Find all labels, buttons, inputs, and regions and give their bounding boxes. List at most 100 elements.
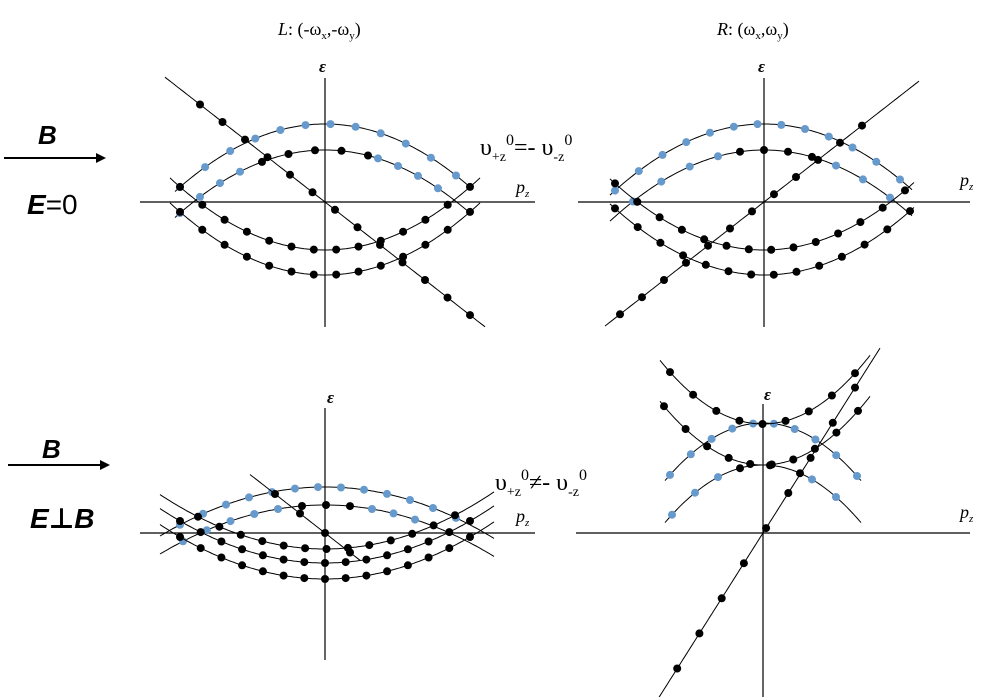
filled-state-dot <box>321 559 329 567</box>
filled-state-dot <box>265 261 274 270</box>
row-bottom-e-label: E⊥B <box>30 503 95 534</box>
filled-state-dot <box>215 522 224 531</box>
filled-state-dot <box>792 267 801 276</box>
filled-state-dot <box>279 541 288 550</box>
filled-state-dot <box>279 571 288 580</box>
row-bottom-arrowhead <box>100 460 110 470</box>
empty-state-dot <box>611 186 619 195</box>
momentum-axis-label: pz <box>514 506 530 529</box>
filled-state-dot <box>828 418 837 427</box>
empty-state-dot <box>729 122 738 131</box>
filled-state-dot <box>443 225 452 234</box>
empty-state-dot <box>251 134 260 143</box>
empty-state-dot <box>414 171 422 180</box>
panel-top-left: ε pz <box>140 57 535 328</box>
empty-state-dot <box>383 489 391 498</box>
energy-axis-label: ε <box>327 388 334 407</box>
filled-state-dot <box>781 416 790 425</box>
filled-state-dot <box>677 225 686 234</box>
filled-state-dot <box>321 529 329 537</box>
empty-state-dot <box>394 162 402 170</box>
empty-state-dot <box>832 161 840 170</box>
filled-state-dot <box>445 544 454 553</box>
filled-state-dot <box>746 460 755 468</box>
filled-state-dot <box>242 227 251 236</box>
filled-state-dot <box>258 567 267 576</box>
empty-state-dot <box>728 424 737 433</box>
filled-state-dot <box>466 533 474 541</box>
filled-state-dot <box>695 629 704 638</box>
filled-state-dot <box>808 152 816 161</box>
empty-state-dot <box>226 517 235 526</box>
filled-state-dot <box>321 575 329 583</box>
filled-state-dot <box>386 536 395 545</box>
filled-state-dot <box>703 442 712 451</box>
filled-state-dot <box>656 238 665 247</box>
filled-state-dot <box>717 594 726 603</box>
filled-state-dot <box>726 224 734 233</box>
column-title-right: R: (ωx,ωy) <box>716 19 789 42</box>
filled-state-dot <box>354 267 363 276</box>
filled-state-dot <box>767 245 776 254</box>
filled-state-dot <box>735 416 744 425</box>
filled-state-dot <box>308 188 317 197</box>
filled-state-dot <box>365 541 374 550</box>
momentum-axis-label: pz <box>958 170 974 193</box>
empty-state-dot <box>832 493 840 501</box>
empty-state-dot <box>301 121 310 130</box>
filled-state-dot <box>337 146 346 155</box>
filled-state-dot <box>851 369 859 378</box>
filled-state-dot <box>300 574 309 583</box>
filled-state-dot <box>611 204 619 213</box>
filled-state-dot <box>176 517 184 525</box>
row-top-arrowhead <box>96 153 106 163</box>
filled-state-dot <box>364 151 372 160</box>
empty-state-dot <box>848 143 857 152</box>
filled-state-dot <box>451 511 459 520</box>
filled-state-dot <box>758 420 767 428</box>
filled-state-dot <box>860 240 869 249</box>
filled-state-dot <box>271 490 279 498</box>
empty-state-dot <box>226 147 235 155</box>
band-curve <box>174 123 470 192</box>
filled-state-dot <box>399 227 408 236</box>
filled-state-dot <box>854 406 862 415</box>
relation-top: υ+z0=- υ-z0 <box>480 132 572 165</box>
empty-state-dot <box>202 526 211 535</box>
empty-state-dot <box>811 435 820 444</box>
filled-state-dot <box>196 544 205 553</box>
filled-state-dot <box>770 190 778 199</box>
empty-state-dot <box>801 125 809 133</box>
band-curve <box>249 474 361 561</box>
filled-state-dot <box>176 533 184 541</box>
filled-state-dot <box>176 207 184 216</box>
empty-state-dot <box>360 485 368 494</box>
filled-state-dot <box>194 512 202 521</box>
filled-state-dot <box>300 558 309 567</box>
band-curve <box>159 486 495 539</box>
empty-state-dot <box>368 505 376 513</box>
filled-state-dot <box>296 509 304 518</box>
filled-state-dot <box>284 150 293 158</box>
filled-state-dot <box>851 383 859 392</box>
filled-state-dot <box>736 464 744 473</box>
filled-state-dot <box>466 182 474 191</box>
filled-state-dot <box>784 147 792 156</box>
filled-state-dot <box>739 559 748 568</box>
filled-state-dot <box>399 252 408 261</box>
filled-state-dot <box>341 574 350 583</box>
filled-state-dot <box>789 243 798 252</box>
filled-state-dot <box>265 236 274 245</box>
filled-state-dot <box>383 551 392 560</box>
empty-state-dot <box>291 484 299 493</box>
momentum-axis-label: pz <box>958 502 974 525</box>
empty-state-dot <box>196 192 204 201</box>
filled-state-dot <box>424 553 433 562</box>
empty-state-dot <box>658 150 667 159</box>
filled-state-dot <box>744 245 753 254</box>
band-curve <box>159 491 495 550</box>
empty-state-dot <box>274 505 282 513</box>
empty-state-dot <box>245 493 253 502</box>
filled-state-dot <box>383 567 392 576</box>
